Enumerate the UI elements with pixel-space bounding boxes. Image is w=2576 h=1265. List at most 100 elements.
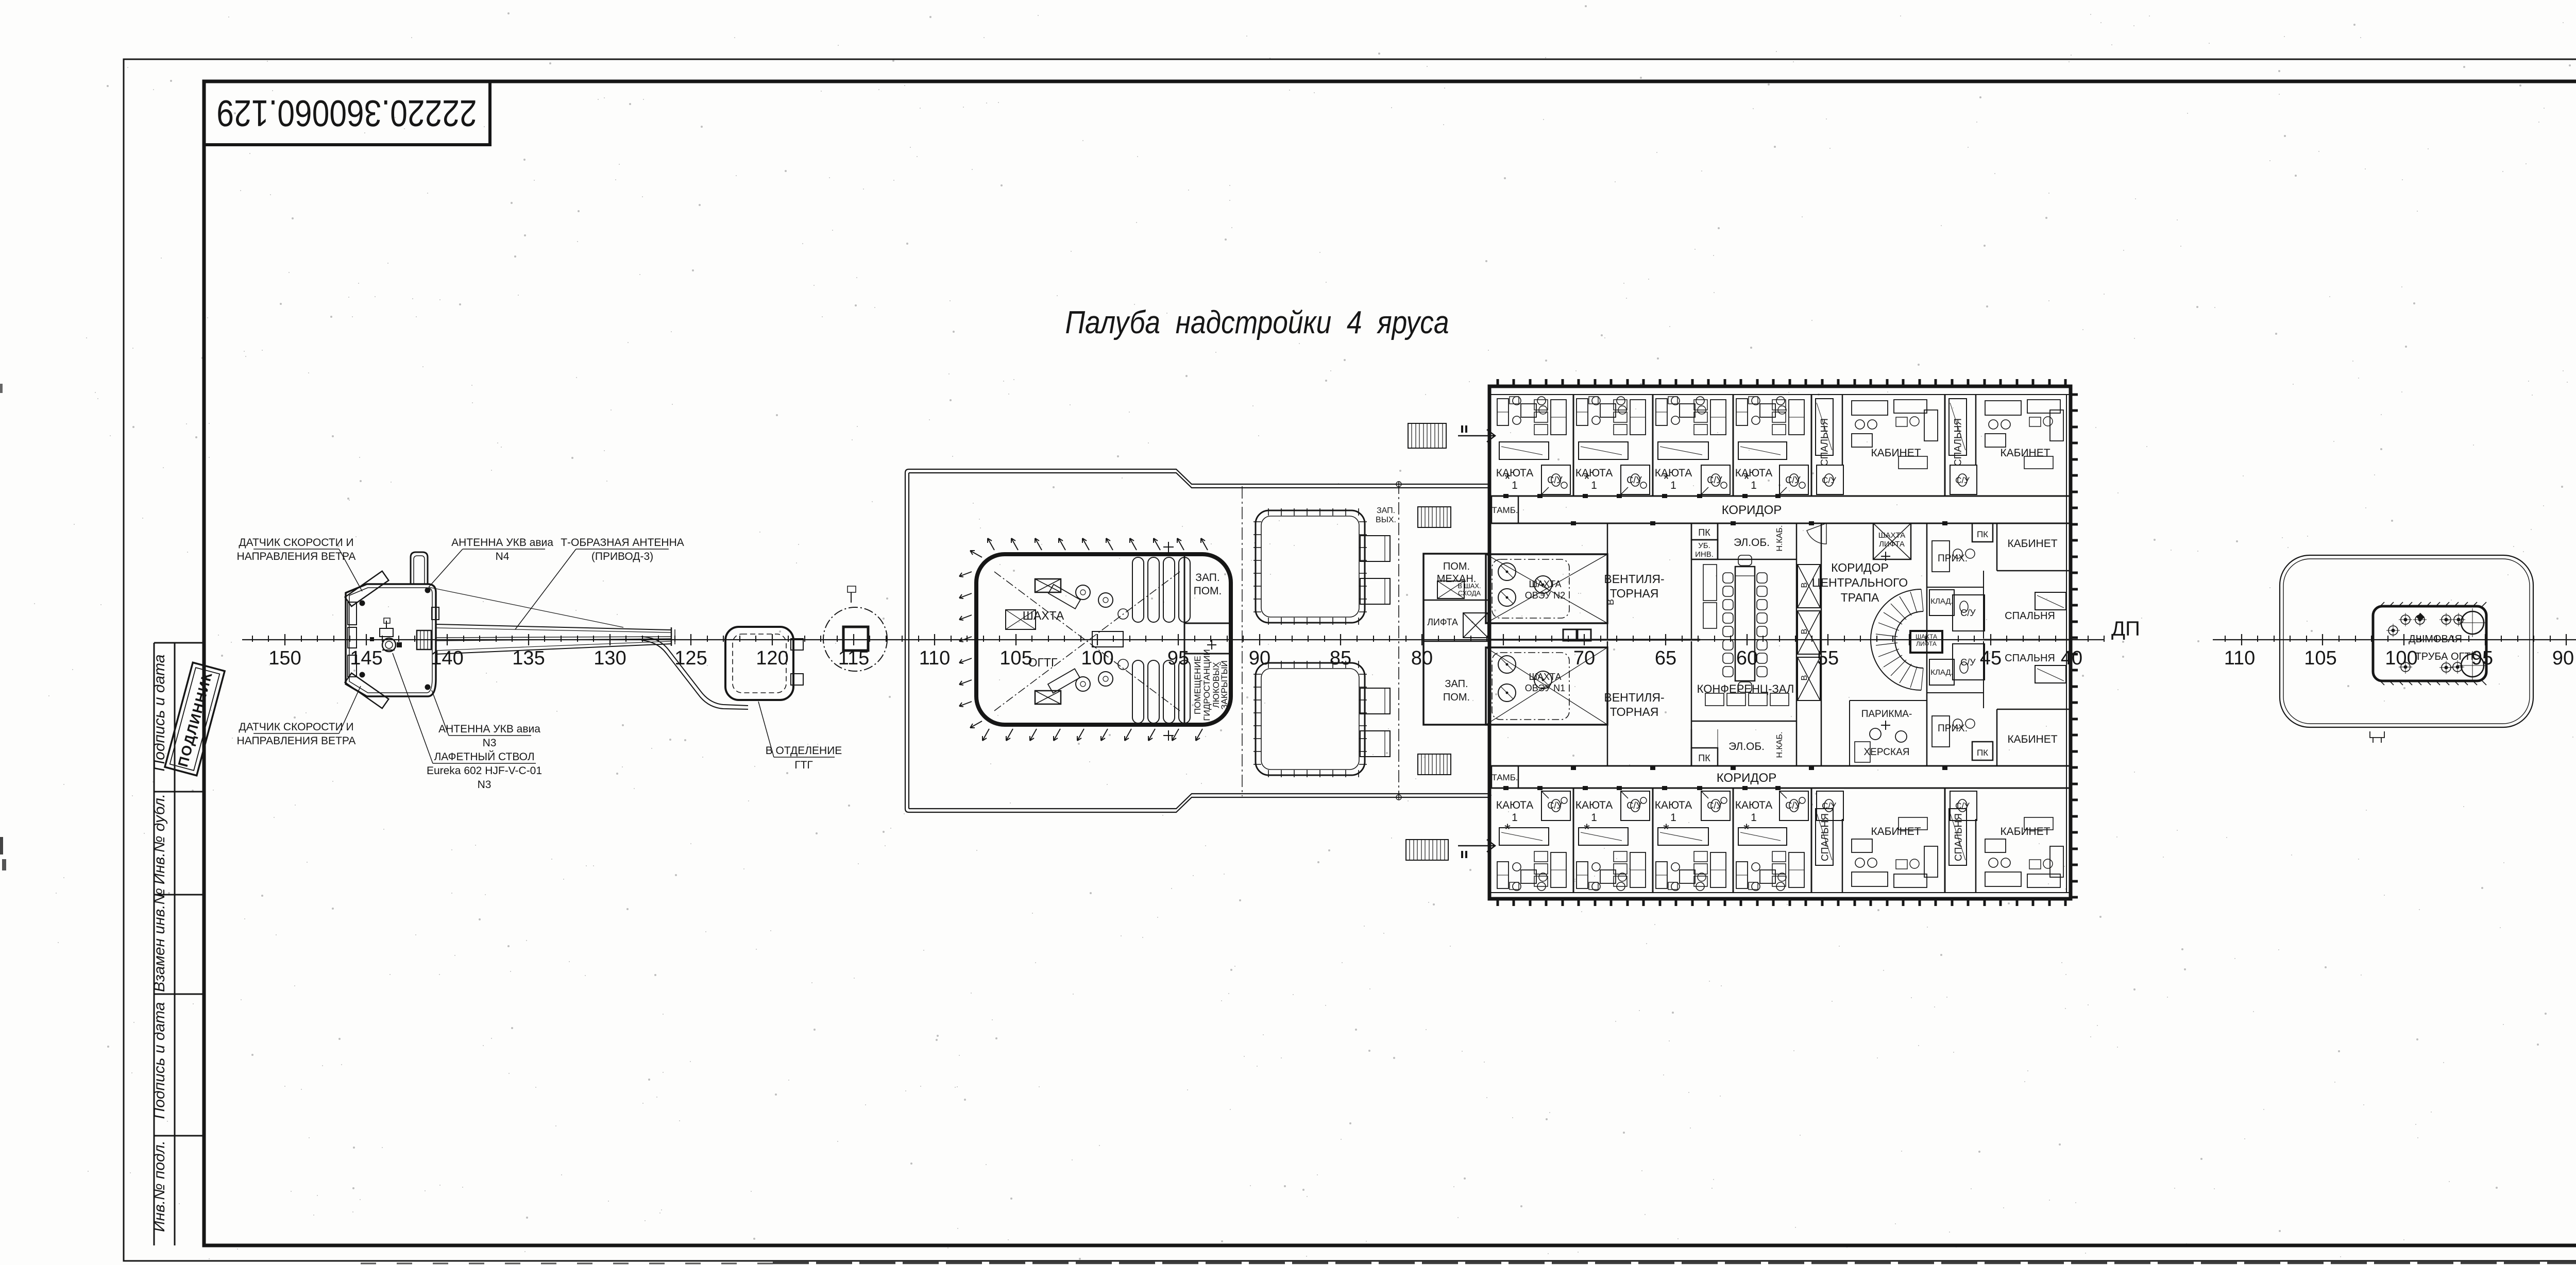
svg-text:130: 130	[594, 647, 626, 669]
svg-text:55: 55	[1817, 647, 1839, 669]
svg-text:УБ.: УБ.	[1698, 541, 1710, 550]
svg-text:ВЫХ.: ВЫХ.	[1376, 516, 1396, 524]
svg-text:СПАЛЬНЯ: СПАЛЬНЯ	[1954, 813, 1964, 861]
svg-text:ПАРИКМА-: ПАРИКМА-	[1861, 709, 1912, 720]
svg-text:150: 150	[268, 647, 301, 669]
svg-text:КАБИНЕТ: КАБИНЕТ	[1871, 826, 1921, 837]
svg-text:АНТЕННА УКВ авиа: АНТЕННА УКВ авиа	[451, 537, 553, 549]
svg-text:ШАХТА: ШАХТА	[1878, 531, 1905, 540]
svg-text:СПАЛЬНЯ: СПАЛЬНЯ	[2005, 653, 2055, 664]
svg-text:С/У: С/У	[1626, 475, 1642, 485]
svg-text:ПК: ПК	[1698, 527, 1710, 538]
svg-text:*: *	[1743, 821, 1750, 838]
svg-text:КАЮТА: КАЮТА	[1575, 799, 1613, 811]
svg-text:КАЮТА: КАЮТА	[1655, 467, 1692, 479]
svg-text:N4: N4	[496, 551, 510, 562]
svg-text:МЕХАН.: МЕХАН.	[1437, 573, 1477, 585]
svg-text:ПРИХ.: ПРИХ.	[1938, 723, 1968, 734]
svg-text:1: 1	[1512, 480, 1518, 491]
svg-text:ПОМ.: ПОМ.	[1443, 561, 1470, 572]
svg-text:95: 95	[1167, 647, 1189, 669]
svg-text:ЛЮКОВЫХ: ЛЮКОВЫХ	[1211, 662, 1221, 708]
svg-text:ЦЕНТРАЛЬНОГО: ЦЕНТРАЛЬНОГО	[1812, 576, 1908, 589]
svg-text:КОРИДОР: КОРИДОР	[1717, 771, 1777, 785]
svg-text:ДАТЧИК СКОРОСТИ И: ДАТЧИК СКОРОСТИ И	[239, 537, 353, 549]
svg-text:ЛИФТА: ЛИФТА	[1427, 617, 1458, 627]
svg-text:ЭЛ.ОБ.: ЭЛ.ОБ.	[1728, 741, 1765, 753]
svg-text:100: 100	[1081, 647, 1113, 669]
svg-text:С/У: С/У	[1626, 800, 1642, 811]
svg-text:Н.КАБ.: Н.КАБ.	[1775, 732, 1784, 758]
svg-text:1: 1	[1591, 812, 1597, 824]
svg-text:ЭЛ.ОБ.: ЭЛ.ОБ.	[1734, 537, 1770, 549]
svg-text:1: 1	[1751, 480, 1757, 491]
svg-text:ОВЭУ N1: ОВЭУ N1	[1525, 683, 1565, 693]
svg-text:КАБИНЕТ: КАБИНЕТ	[2000, 447, 2050, 459]
svg-text:ГТГ: ГТГ	[794, 759, 813, 771]
svg-text:ЗАП.: ЗАП.	[1445, 678, 1468, 690]
svg-text:С/У: С/У	[1707, 800, 1722, 811]
svg-text:ПОМЕЩЕНИЕ: ПОМЕЩЕНИЕ	[1193, 656, 1202, 714]
svg-text:125: 125	[674, 647, 707, 669]
svg-text:1: 1	[1670, 812, 1676, 824]
svg-text:95: 95	[2471, 647, 2493, 669]
svg-text:В ШАХ.: В ШАХ.	[1458, 582, 1481, 590]
svg-text:Инв.№ подл.: Инв.№ подл.	[151, 1140, 168, 1232]
svg-text:КАЮТА: КАЮТА	[1496, 799, 1533, 811]
svg-text:1: 1	[1670, 480, 1676, 491]
svg-text:Н.КАБ.: Н.КАБ.	[1775, 525, 1784, 552]
svg-text:С/У: С/У	[1960, 657, 1976, 668]
svg-text:КАБИНЕТ: КАБИНЕТ	[2000, 826, 2050, 837]
svg-text:С/У: С/У	[1547, 475, 1563, 485]
svg-text:КАЮТА: КАЮТА	[1496, 467, 1533, 479]
svg-text:*: *	[1743, 471, 1750, 488]
svg-text:С/У: С/У	[1707, 475, 1722, 485]
svg-text:110: 110	[2224, 647, 2256, 669]
svg-text:ДАТЧИК СКОРОСТИ И: ДАТЧИК СКОРОСТИ И	[239, 721, 353, 733]
svg-text:КАЮТА: КАЮТА	[1655, 799, 1692, 811]
svg-text:ПК: ПК	[1698, 753, 1710, 763]
svg-text:ЗАП.: ЗАП.	[1195, 572, 1219, 584]
svg-text:ПК: ПК	[1977, 529, 1988, 539]
svg-text:*: *	[1663, 471, 1669, 488]
svg-text:ВЕНТИЛЯ-: ВЕНТИЛЯ-	[1604, 691, 1664, 704]
svg-text:85: 85	[1330, 647, 1351, 669]
svg-text:ЗАП.: ЗАП.	[1377, 506, 1395, 515]
svg-text:*: *	[1584, 471, 1590, 488]
svg-text:ТАМБ.: ТАМБ.	[1492, 505, 1518, 515]
svg-text:*: *	[1584, 821, 1590, 838]
svg-text:СХОДА: СХОДА	[1458, 589, 1481, 597]
svg-text:ИНВ.: ИНВ.	[1695, 550, 1714, 559]
svg-text:1: 1	[1512, 812, 1518, 824]
svg-text:145: 145	[350, 647, 382, 669]
svg-text:70: 70	[1573, 647, 1595, 669]
svg-text:135: 135	[512, 647, 545, 669]
svg-text:*: *	[1504, 471, 1511, 488]
svg-text:АНТЕННА УКВ авиа: АНТЕННА УКВ авиа	[438, 723, 540, 735]
svg-text:КАЮТА: КАЮТА	[1735, 467, 1772, 479]
svg-text:*: *	[1663, 821, 1669, 838]
svg-text:Подпись и дата: Подпись и дата	[151, 655, 168, 772]
svg-text:СПАЛЬНЯ: СПАЛЬНЯ	[1820, 418, 1831, 466]
svg-text:ТАМБ.: ТАМБ.	[1492, 773, 1518, 782]
svg-text:ПОМ.: ПОМ.	[1443, 692, 1470, 703]
svg-text:СПАЛЬНЯ: СПАЛЬНЯ	[1953, 418, 1964, 466]
svg-text:С/У: С/У	[1785, 800, 1801, 811]
svg-text:Eureka 602 HJF-V-C-01: Eureka 602 HJF-V-C-01	[427, 765, 542, 777]
svg-text:1: 1	[1591, 480, 1597, 491]
svg-text:С/У: С/У	[1960, 608, 1976, 618]
svg-text:С/У: С/У	[1785, 475, 1801, 485]
svg-text:КОРИДОР: КОРИДОР	[1831, 561, 1889, 574]
svg-text:В: В	[1800, 675, 1809, 681]
svg-text:80: 80	[1411, 647, 1433, 669]
svg-text:105: 105	[2304, 647, 2336, 669]
svg-text:Палуба надстройки 4 яруса: Палуба надстройки 4 яруса	[1065, 305, 1449, 340]
svg-text:ХЕРСКАЯ: ХЕРСКАЯ	[1864, 747, 1910, 758]
svg-text:ОГТГ: ОГТГ	[1028, 656, 1058, 669]
svg-text:*: *	[1504, 821, 1511, 838]
svg-text:СПАЛЬНЯ: СПАЛЬНЯ	[2005, 610, 2055, 622]
svg-text:90: 90	[1249, 647, 1270, 669]
svg-text:ТРУБА ОГТГ: ТРУБА ОГТГ	[2415, 651, 2477, 662]
svg-text:Инв.№ дубл.: Инв.№ дубл.	[151, 794, 168, 884]
svg-text:ГИДРОСТАНЦИИ: ГИДРОСТАНЦИИ	[1202, 649, 1212, 721]
